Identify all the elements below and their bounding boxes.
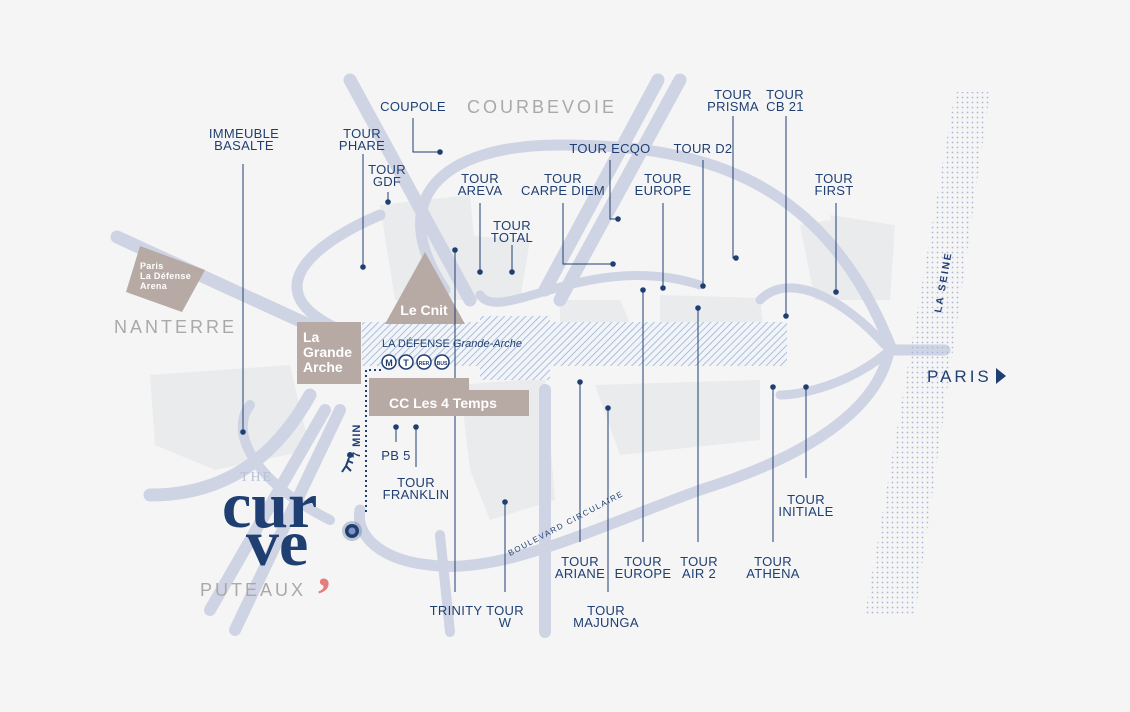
bus-badge: BUS <box>437 361 448 367</box>
poi-initiale: TOUR INITIALE <box>778 492 834 519</box>
leader-lines <box>242 116 837 592</box>
arena-shape <box>126 246 205 312</box>
le-cnit-label: Le Cnit <box>400 302 448 318</box>
pedestrian-icon <box>341 452 354 473</box>
river-seine <box>865 92 990 615</box>
arena-label: Paris La Défense Arena <box>140 261 192 291</box>
logo-comma: , <box>318 541 331 597</box>
poi-d2: TOUR D2 <box>673 141 733 156</box>
walk-path <box>365 369 382 512</box>
le-cnit-shape <box>385 252 465 324</box>
poi-coupole: COUPOLE <box>380 99 446 114</box>
poi-carpe-diem: TOUR CARPE DIEM <box>521 171 605 198</box>
area-paris: PARIS <box>927 367 1006 387</box>
poi-basalte: IMMEUBLE BASALTE <box>208 126 280 153</box>
poi-gdf: TOUR GDF <box>368 162 406 189</box>
area-puteaux: PUTEAUX <box>200 580 307 600</box>
poi-air2: TOUR AIR 2 <box>680 554 718 581</box>
area-courbevoie: COURBEVOIE <box>467 97 618 117</box>
walk-time: 7 MIN <box>351 424 363 458</box>
poi-athena: TOUR ATHENA <box>746 554 800 581</box>
logo-line2: ve <box>246 507 309 580</box>
rer-badge: RER <box>419 361 430 367</box>
grande-arche-label: La Grande Arche <box>297 322 361 384</box>
poi-dots <box>240 149 839 505</box>
esplanade <box>362 322 787 366</box>
logo-the: THE <box>240 470 274 485</box>
station-name: LA DÉFENSE <box>382 338 450 350</box>
metro-badge: M <box>385 358 393 368</box>
location-marker <box>342 521 362 541</box>
poi-phare: TOUR PHARE <box>338 126 386 153</box>
paris-label: PARIS <box>927 367 992 386</box>
cc-4-temps-label: CC Les 4 Temps <box>373 390 529 416</box>
station-name-italic: Grande-Arche <box>452 338 523 350</box>
poi-europe-south: TOUR EUROPE <box>614 554 672 581</box>
poi-w: TOUR W <box>486 603 524 630</box>
transit-badges <box>381 354 450 370</box>
poi-majunga: TOUR MAJUNGA <box>573 603 639 630</box>
poi-prisma: TOUR PRISMA <box>707 87 759 114</box>
poi-first: TOUR FIRST <box>814 171 854 198</box>
poi-areva: TOUR AREVA <box>457 171 503 198</box>
poi-franklin: TOUR FRANKLIN <box>382 475 450 502</box>
poi-ecqo: TOUR ECQO <box>569 141 651 156</box>
logo-line1: cur <box>222 469 318 542</box>
station-label: LA DÉFENSE Grande-Arche <box>382 338 522 350</box>
poi-cb21: TOUR CB 21 <box>766 87 804 114</box>
poi-total: TOUR TOTAL <box>490 218 534 245</box>
esplanade-center <box>480 316 550 380</box>
tram-badge: T <box>403 358 409 368</box>
arrow-right-icon <box>995 368 1006 384</box>
poi-pb5: PB 5 <box>381 448 411 463</box>
poi-ariane: TOUR ARIANE <box>554 554 606 581</box>
poi-trinity: TRINITY <box>429 603 483 618</box>
poi-europe-north: TOUR EUROPE <box>634 171 692 198</box>
area-nanterre: NANTERRE <box>114 317 238 337</box>
